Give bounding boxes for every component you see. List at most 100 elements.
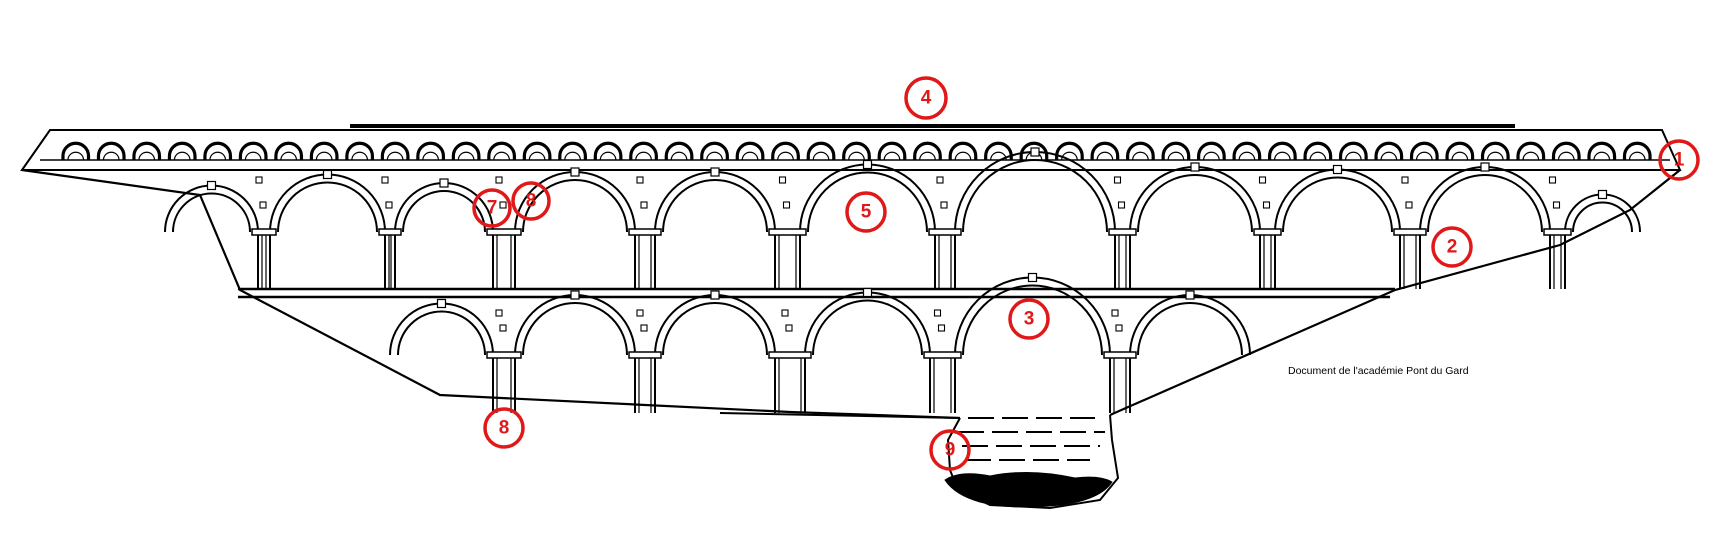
lower-arch [389, 298, 494, 356]
top-arch [1551, 141, 1581, 161]
top-arch [842, 141, 871, 161]
top-arch [1516, 141, 1546, 161]
marker-4[interactable]: 4 [904, 76, 948, 120]
lower-arch [804, 287, 931, 356]
marker-7-label: 7 [487, 198, 498, 219]
marker-8-upper[interactable]: 8 [511, 181, 551, 221]
middle-arch [954, 147, 1116, 233]
bridge-outline [21, 168, 1681, 420]
marker-5-label: 5 [861, 202, 872, 223]
top-arch [132, 141, 162, 161]
top-arch [203, 141, 233, 161]
lower-pier [1103, 309, 1137, 413]
top-arch [1374, 141, 1404, 161]
top-arch [1267, 141, 1297, 161]
top-arch [1445, 141, 1475, 161]
top-arch [1126, 141, 1155, 161]
top-arch [309, 141, 339, 161]
top-arch [1338, 141, 1368, 161]
top-arch [1587, 141, 1617, 161]
marker-8-upper-label: 8 [526, 191, 537, 212]
top-arch [948, 141, 978, 161]
top-arch [735, 141, 765, 161]
lower-pier [628, 309, 662, 413]
middle-arch [1419, 162, 1551, 233]
middle-arch [164, 180, 259, 233]
middle-arch [514, 167, 636, 233]
marker-2-label: 2 [1447, 237, 1458, 258]
top-arch [1055, 141, 1084, 161]
middle-pier [378, 176, 402, 289]
lower-arch [514, 290, 636, 356]
lower-arch [1129, 290, 1251, 356]
top-arch [593, 141, 623, 161]
middle-pier [768, 176, 807, 289]
top-arch [380, 141, 410, 161]
middle-arch [1274, 164, 1401, 233]
top-arch [1090, 141, 1120, 161]
top-arch [1480, 141, 1510, 161]
top-arch [664, 141, 694, 161]
middle-arch [1129, 162, 1261, 233]
lower-pier [486, 309, 522, 413]
top-arch [96, 141, 126, 161]
top-arch [487, 141, 516, 161]
middle-arch [394, 178, 494, 233]
top-arch [558, 141, 587, 161]
top-arch [700, 141, 729, 161]
top-arch [1303, 141, 1333, 161]
river [944, 414, 1120, 510]
middle-pier [628, 176, 662, 289]
middle-arch [799, 159, 936, 233]
middle-arch [654, 167, 776, 233]
middle-arch [1564, 189, 1641, 233]
marker-9-label: 9 [945, 440, 956, 461]
marker-3[interactable]: 3 [1008, 298, 1050, 340]
lower-tier-arches [389, 272, 1251, 413]
marker-8-lower-label: 8 [499, 418, 510, 439]
marker-4-label: 4 [921, 88, 932, 109]
marker-5[interactable]: 5 [845, 191, 887, 233]
top-arch [1161, 141, 1191, 161]
top-arch [877, 141, 907, 161]
marker-2[interactable]: 2 [1431, 226, 1473, 268]
numbered-markers: 1 2 3 4 5 7 8 8 [472, 76, 1700, 471]
top-arch [1197, 141, 1226, 161]
middle-arch [269, 169, 386, 233]
marker-1-label: 1 [1674, 150, 1685, 171]
marker-7[interactable]: 7 [472, 188, 512, 228]
top-arch [1622, 141, 1652, 161]
top-arch [771, 141, 800, 161]
top-arch [274, 141, 304, 161]
lower-arch [954, 272, 1111, 356]
top-arch [416, 141, 446, 161]
middle-pier [1543, 176, 1572, 289]
top-arch [1409, 141, 1439, 161]
lower-pier [923, 309, 962, 413]
middle-pier [251, 176, 277, 289]
marker-3-label: 3 [1024, 309, 1035, 330]
top-arch [629, 141, 658, 161]
riverbed-rocks [944, 471, 1113, 508]
top-arch [806, 141, 836, 161]
diagram-caption: Document de l'académie Pont du Gard [1288, 365, 1469, 377]
middle-pier [1108, 176, 1137, 289]
top-arch [522, 141, 552, 161]
top-arch [345, 141, 375, 161]
lower-pier [768, 309, 812, 413]
top-deck [20, 124, 1682, 171]
middle-pier [486, 176, 522, 289]
middle-pier [928, 176, 962, 289]
top-arch [61, 141, 91, 161]
top-arch [451, 141, 481, 161]
top-arch [913, 141, 942, 161]
lower-arch [654, 290, 776, 356]
marker-8-lower[interactable]: 8 [483, 407, 525, 449]
middle-pier [1253, 176, 1282, 289]
top-tier-arches [61, 141, 1652, 161]
marker-9[interactable]: 9 [929, 429, 971, 471]
middle-pier [1393, 176, 1427, 289]
marker-1[interactable]: 1 [1658, 139, 1700, 181]
middle-tier-arches [164, 147, 1641, 289]
